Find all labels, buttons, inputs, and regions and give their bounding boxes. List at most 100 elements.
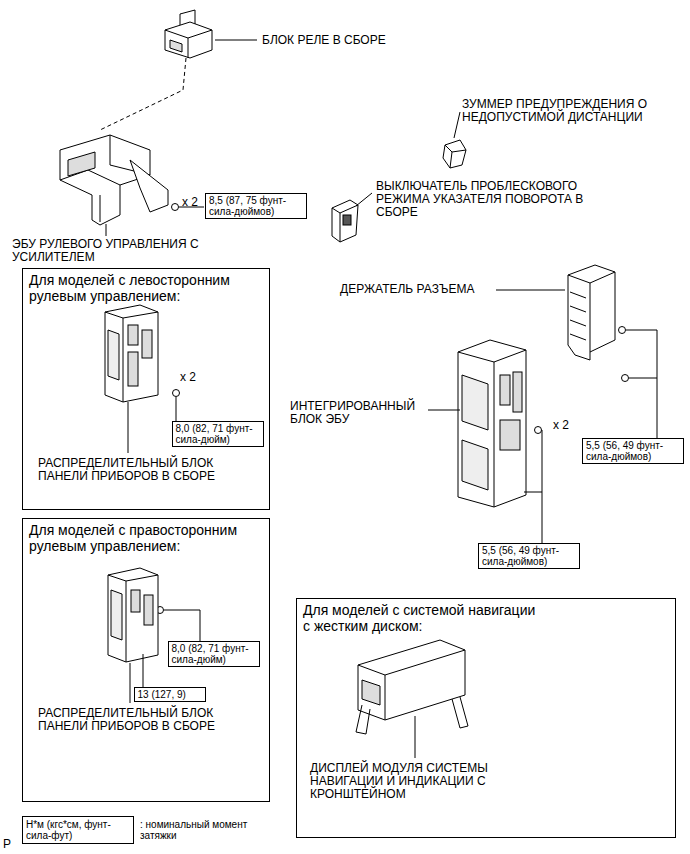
part-name: ВЫКЛЮЧАТЕЛЬ ПРОБЛЕСКОВОГО РЕЖИМА УКАЗАТЕ… [376,180,616,219]
junction-block-lhd [105,305,158,402]
part-name: БЛОК РЕЛЕ В СБОРЕ [262,34,462,47]
torque-value: 8,0 (82, 71 фунт-сила-дюйм) [176,423,260,445]
relay-block [170,40,182,52]
junction-block-rhd [108,568,158,662]
integrated-ecu [462,440,488,490]
hazard-switch [332,200,358,242]
part-name: РАСПРЕДЕЛИТЕЛЬНЫЙ БЛОК ПАНЕЛИ ПРИБОРОВ В… [38,457,253,483]
junction-block-rhd [111,590,122,640]
relay-block [165,30,212,58]
eps-ecu-bracket [68,152,95,176]
navigation-display [362,680,380,705]
leader-lines [106,40,657,758]
leader-lines [176,397,177,421]
variant-region-box: Для моделей с системой навигации с жестк… [296,598,676,838]
bolts [140,204,629,654]
part-name: ИНТЕГРИРОВАННЫЙ БЛОК ЭБУ [290,400,426,426]
junction-block-lhd [105,305,158,402]
bolts [619,327,626,334]
connector-holder [568,265,615,360]
leader-lines [215,40,257,41]
eps-ecu-bracket [130,160,168,212]
navigation-display [358,650,465,720]
integrated-ecu [458,340,526,507]
part-name: ДИСПЛЕЙ МОДУЛЯ СИСТЕМЫ НАВИГАЦИИ И ИНДИК… [310,762,510,801]
connector-holder [568,265,615,360]
junction-block-rhd [108,575,158,662]
torque-value: 5,5 (56, 49 фунт-сила-дюймов) [482,545,576,567]
integrated-ecu [513,372,522,412]
leader-lines [130,663,131,703]
bolts [172,204,179,211]
part-name: ДЕРЖАТЕЛЬ РАЗЪЕМА [340,283,492,296]
integrated-ecu [458,350,526,507]
integrated-ecu [458,340,526,507]
torque-value: 8,0 (82, 71 фунт-сила-дюйм) [172,643,256,665]
junction-block-rhd [108,568,158,662]
quantity-note: x 2 [182,196,212,209]
torque-box: 8,0 (82, 71 фунт-сила-дюйм) [168,641,260,667]
connector-holder [568,272,615,352]
leader-lines [496,290,565,291]
variant-region-box: Для моделей с правосторонним рулевым упр… [22,518,270,802]
integrated-ecu [500,375,510,405]
eps-ecu-bracket [60,135,168,225]
leader-lines [143,654,144,687]
torque-box: 13 (127, 9) [134,687,206,702]
junction-block-rhd [144,595,153,625]
bolts [535,427,542,434]
leader-lines [524,492,542,493]
bolts [173,390,180,397]
distance-buzzer [443,140,466,168]
part-name: РАСПРЕДЕЛИТЕЛЬНЫЙ БЛОК ПАНЕЛИ ПРИБОРОВ В… [38,707,253,733]
junction-block-lhd [105,312,158,402]
navigation-display [356,705,370,734]
part-name: ЗУММЕР ПРЕДУПРЕЖДЕНИЯ О НЕДОПУСТИМОЙ ДИС… [462,98,677,124]
leader-lines [626,330,657,438]
relay-block [165,10,212,58]
junction-block-lhd [128,325,138,345]
region-heading: Для моделей с системой навигации с жестк… [297,599,547,637]
torque-box: 8,0 (82, 71 фунт-сила-дюйм) [172,421,264,447]
eps-ecu-bracket [60,135,150,225]
leader-lines [428,410,460,411]
navigation-display [356,640,468,734]
junction-block-lhd [142,330,152,358]
torque-box: 5,5 (56, 49 фунт-сила-дюймов) [582,438,684,464]
torque-value: 13 (127, 9) [138,689,202,700]
torque-box: 5,5 (56, 49 фунт-сила-дюймов) [478,543,580,569]
quantity-note: x 2 [553,419,583,432]
distance-buzzer [443,140,466,168]
hazard-switch [343,215,351,225]
leader-lines [164,610,200,641]
leader-lines [356,193,372,206]
region-heading: Для моделей с правосторонним рулевым упр… [23,519,261,557]
integrated-ecu [462,375,488,430]
leader-lines [454,112,460,138]
leader-lines [415,716,416,758]
part-name: ЭБУ РУЛЕВОГО УПРАВЛЕНИЯ С УСИЛИТЕЛЕМ [12,238,207,264]
leader-lines [128,402,129,453]
leader-lines [629,378,657,379]
region-heading: Для моделей с левосторонним рулевым упра… [23,269,261,307]
torque-value: 8,5 (87, 75 фунт-сила-дюймов) [209,195,303,217]
navigation-display [452,697,468,728]
junction-block-rhd [131,590,140,612]
junction-block-lhd [128,352,138,386]
page-mark: P [3,838,17,851]
leader-lines [542,430,543,543]
legend-units: Н*м (кгс*см, фунт-сила-фут) [22,816,134,844]
torque-box: 8,5 (87, 75 фунт-сила-дюймов) [205,193,307,219]
legend-description: : номинальный момент затяжки [140,819,250,841]
dashed-guide [100,58,186,130]
connector-holder [570,292,586,340]
junction-block-lhd [108,330,119,380]
quantity-note: x 2 [180,371,210,384]
navigation-display [358,640,465,720]
legend-box: Н*м (кгс*см, фунт-сила-фут) : номинальный… [22,816,262,844]
hazard-switch [332,200,358,242]
bolts [622,375,629,382]
hazard-switch [332,205,358,242]
integrated-ecu [500,420,520,450]
torque-value: 5,5 (56, 49 фунт-сила-дюймов) [586,440,680,462]
